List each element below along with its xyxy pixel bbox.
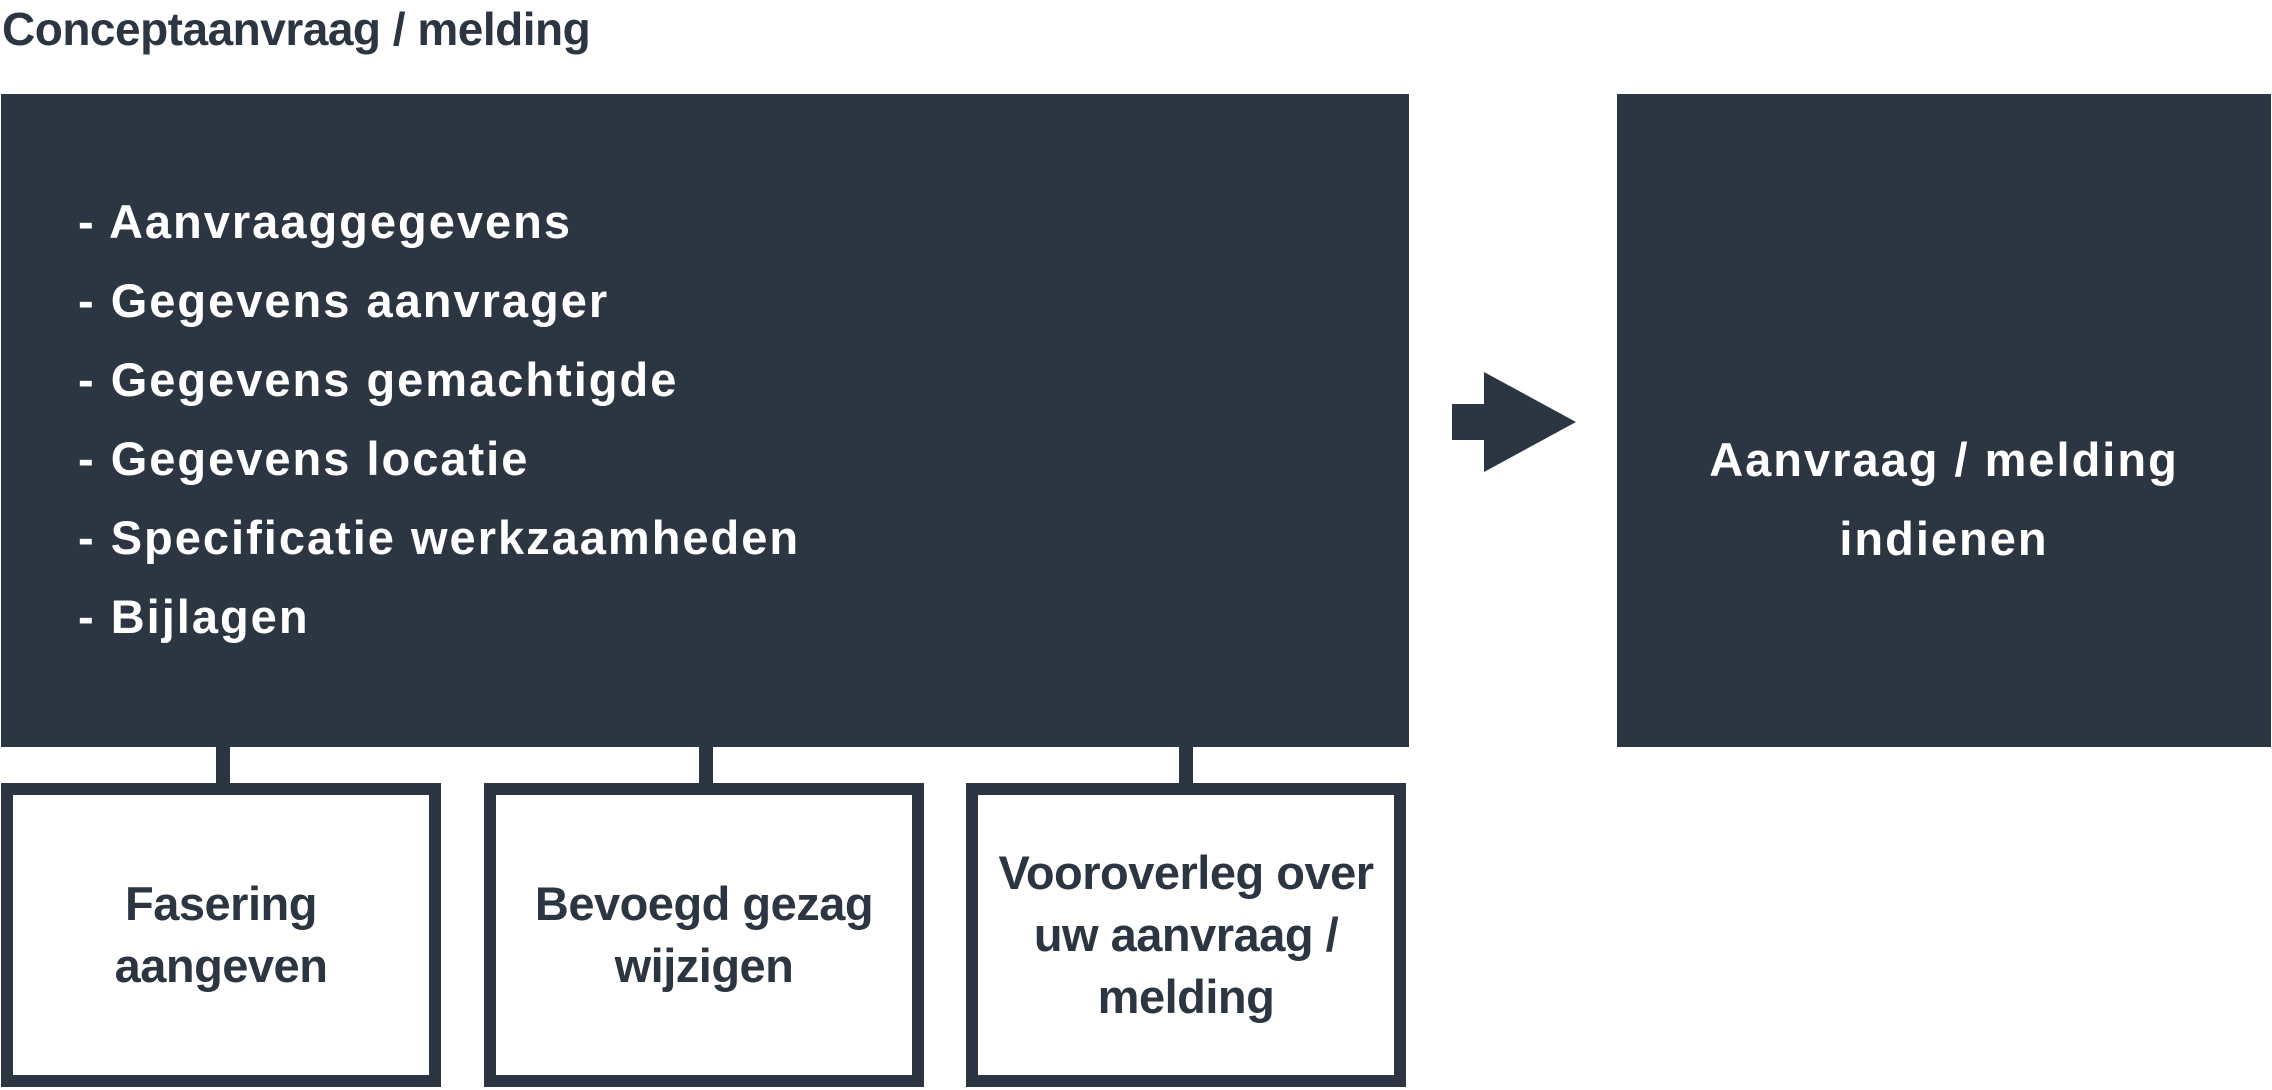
fasering-label-line-2: aangeven (114, 939, 328, 992)
list-item-aanvraaggegevens[interactable]: - Aanvraaggegevens (78, 195, 572, 248)
concept-box (1, 94, 1409, 747)
fasering-box[interactable]: Fasering aangeven (1, 783, 441, 1087)
fasering-label: Fasering aangeven (107, 873, 336, 997)
list-item-gegevens-locatie[interactable]: - Gegevens locatie (78, 432, 530, 485)
list-item-specificatie-werkzaamheden[interactable]: - Specificatie werkzaamheden (78, 511, 801, 564)
list-item-gegevens-gemachtigde[interactable]: - Gegevens gemachtigde (78, 353, 679, 406)
bevoegd-gezag-box[interactable]: Bevoegd gezag wijzigen (484, 783, 924, 1087)
arrow-right-shape (1452, 372, 1576, 472)
connector-bevoegd-gezag (699, 747, 713, 784)
submit-label-line-2: indienen (1839, 512, 2049, 565)
submit-label-line-1: Aanvraag / melding (1709, 433, 2179, 486)
submit-box-label: Aanvraag / melding indienen (1617, 420, 2271, 578)
page-title: Conceptaanvraag / melding (2, 3, 591, 55)
vooroverleg-label-line-2: uw aanvraag / (1033, 908, 1339, 961)
arrow-right-icon (1452, 372, 1576, 472)
list-item-gegevens-aanvrager[interactable]: - Gegevens aanvrager (78, 274, 610, 327)
bevoegd-gezag-label: Bevoegd gezag wijzigen (527, 873, 881, 997)
connector-vooroverleg (1179, 747, 1193, 784)
vooroverleg-label-line-3: melding (1097, 970, 1275, 1023)
fasering-label-line-1: Fasering (125, 877, 317, 930)
vooroverleg-label: Vooroverleg over uw aanvraag / melding (990, 842, 1381, 1028)
list-item-bijlagen[interactable]: - Bijlagen (78, 590, 310, 643)
bevoegd-gezag-label-line-2: wijzigen (614, 939, 794, 992)
vooroverleg-box[interactable]: Vooroverleg over uw aanvraag / melding (966, 783, 1406, 1087)
bevoegd-gezag-label-line-1: Bevoegd gezag (534, 877, 874, 930)
submit-box[interactable]: Aanvraag / melding indienen (1617, 94, 2271, 747)
connector-fasering (216, 747, 230, 784)
concept-item-list: - Aanvraaggegevens - Gegevens aanvrager … (78, 182, 800, 656)
vooroverleg-label-line-1: Vooroverleg over (998, 846, 1374, 899)
